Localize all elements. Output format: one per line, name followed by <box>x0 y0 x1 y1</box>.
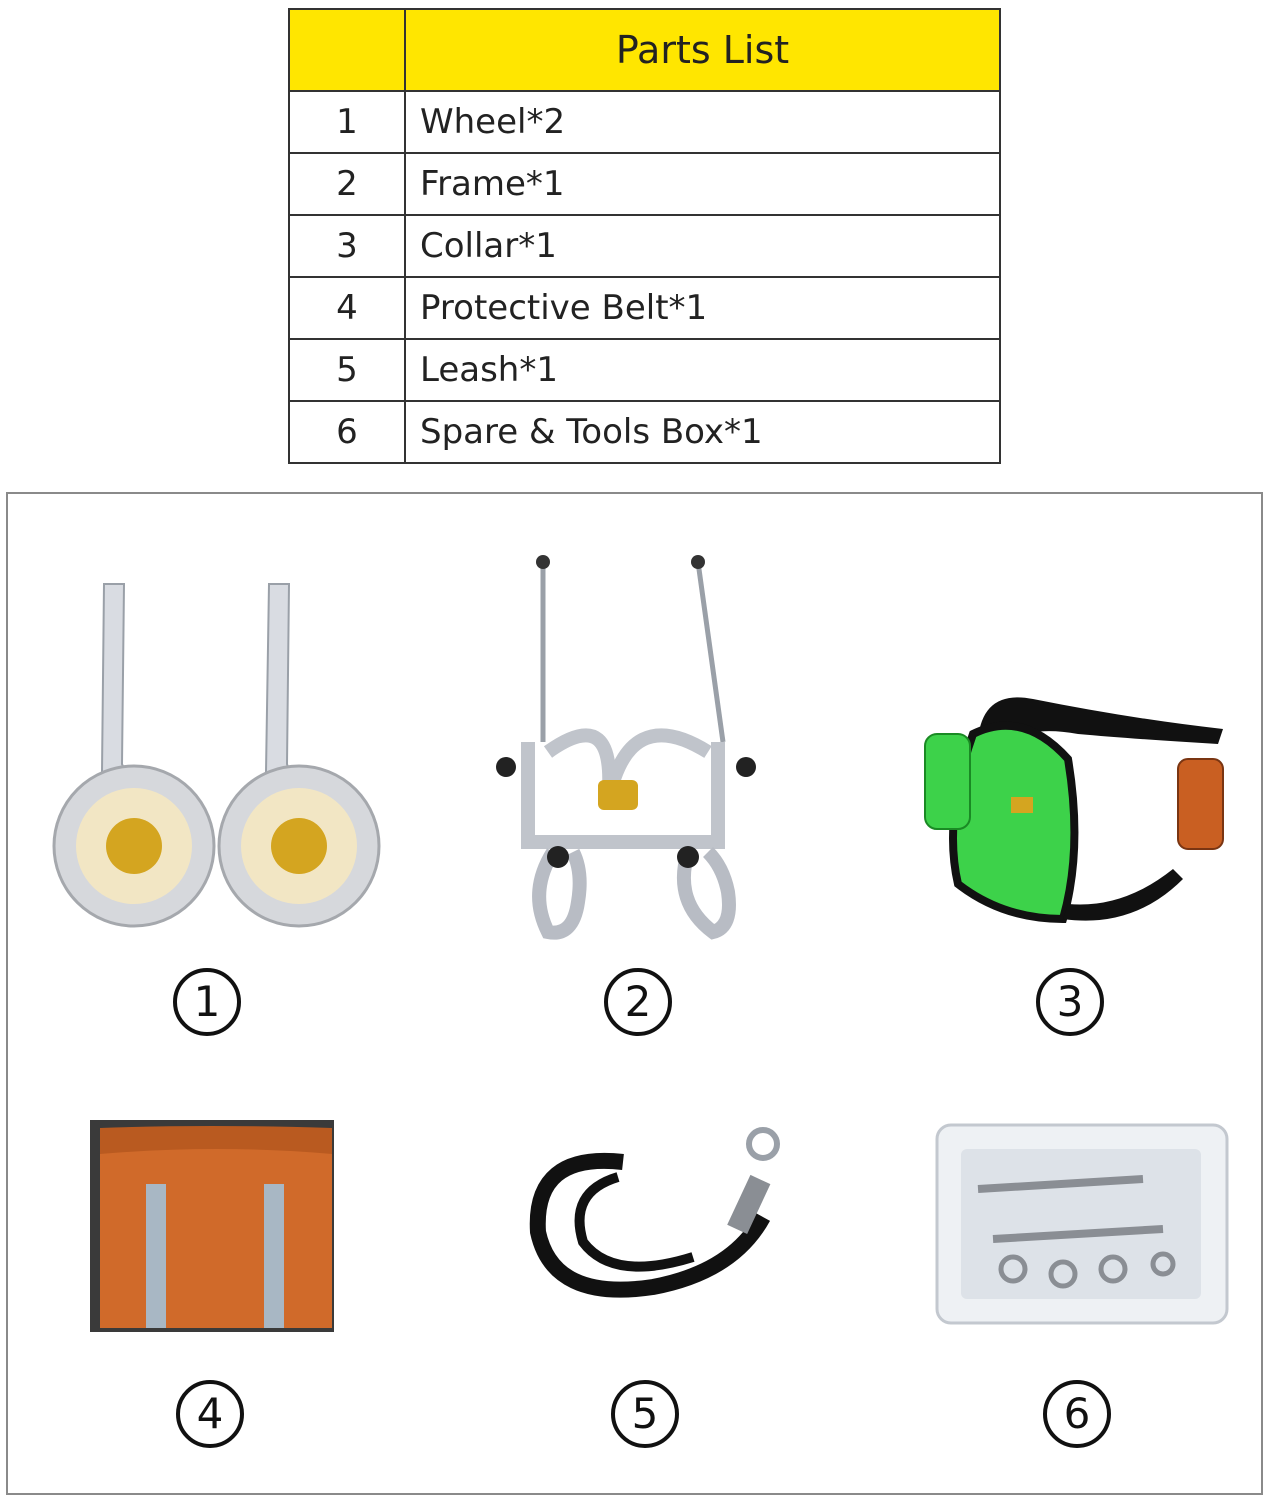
leash-image <box>523 1122 793 1312</box>
row-number: 5 <box>288 338 406 402</box>
item-number-1: 1 <box>173 968 241 1036</box>
row-number: 4 <box>288 276 406 340</box>
table-row: 5 Leash*1 <box>288 338 1001 402</box>
table-row: 1 Wheel*2 <box>288 90 1001 154</box>
row-number: 1 <box>288 90 406 154</box>
table-header-row: Parts List <box>288 8 1001 92</box>
part-name: Frame*1 <box>404 152 1001 216</box>
table-row: 4 Protective Belt*1 <box>288 276 1001 340</box>
collar-image <box>903 679 1233 939</box>
row-number: 2 <box>288 152 406 216</box>
tools-box-image <box>933 1119 1233 1329</box>
protective-belt-image <box>88 1114 338 1334</box>
row-number: 3 <box>288 214 406 278</box>
frame-image <box>478 552 778 952</box>
header-empty-cell <box>288 8 406 92</box>
row-number: 6 <box>288 400 406 464</box>
table-row: 2 Frame*1 <box>288 152 1001 216</box>
item-number-3: 3 <box>1036 968 1104 1036</box>
part-name: Collar*1 <box>404 214 1001 278</box>
wheels-image <box>44 574 384 934</box>
table-row: 3 Collar*1 <box>288 214 1001 278</box>
item-number-2: 2 <box>604 968 672 1036</box>
part-name: Wheel*2 <box>404 90 1001 154</box>
item-number-4: 4 <box>176 1380 244 1448</box>
item-number-6: 6 <box>1043 1380 1111 1448</box>
part-name: Protective Belt*1 <box>404 276 1001 340</box>
parts-list-title: Parts List <box>404 8 1001 92</box>
parts-list-table: Parts List 1 Wheel*2 2 Frame*1 3 Collar*… <box>288 8 1001 464</box>
parts-image-panel: 1 2 3 <box>6 492 1263 1495</box>
part-name: Spare & Tools Box*1 <box>404 400 1001 464</box>
part-name: Leash*1 <box>404 338 1001 402</box>
item-number-5: 5 <box>611 1380 679 1448</box>
table-row: 6 Spare & Tools Box*1 <box>288 400 1001 464</box>
